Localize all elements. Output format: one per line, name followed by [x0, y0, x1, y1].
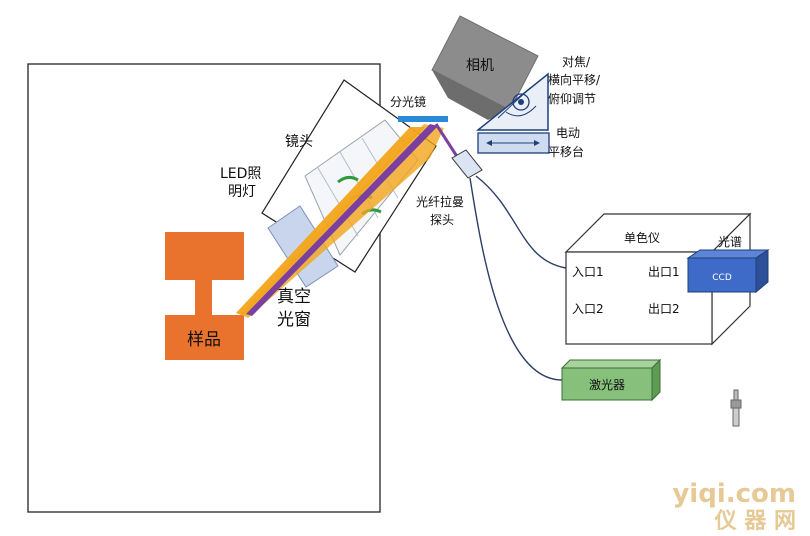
probe-icon — [730, 389, 742, 427]
camera-label: 相机 — [466, 58, 494, 74]
raman-probe-label-line1: 光纤拉曼 — [416, 194, 464, 209]
focus-tilt-stage — [475, 72, 549, 131]
vacuum-chamber — [27, 63, 381, 513]
sample: 样品 — [165, 232, 244, 360]
optical-fibers — [469, 175, 567, 381]
focus-label-line3: 俯仰调节 — [548, 91, 596, 106]
beamsplitter-label: 分光镜 — [390, 94, 426, 109]
sample-label: 样品 — [187, 330, 221, 350]
focus-label-line2: 横向平移/ — [548, 72, 601, 87]
watermark-cn: 仪 器 网 — [714, 509, 796, 532]
raman-probe-label-line2: 探头 — [430, 213, 454, 227]
laser: 激光器 — [560, 358, 662, 402]
beamsplitter — [398, 116, 448, 122]
ccd-label: CCD — [712, 273, 732, 283]
watermark-url: yiqi.com — [672, 479, 796, 509]
lens-element — [337, 175, 359, 184]
motorized-stage — [477, 132, 550, 154]
led-label-line2: 明灯 — [228, 184, 256, 200]
outlet-2-label: 出口2 — [648, 302, 680, 316]
stage-label-line1: 电动 — [556, 126, 580, 140]
spectrum-label: 光谱 — [718, 235, 742, 249]
lens-label: 镜头 — [285, 134, 313, 150]
light-beams — [236, 123, 460, 318]
inlet-1-label: 入口1 — [572, 265, 604, 279]
inlet-2-label: 入口2 — [572, 302, 604, 316]
focus-label-line1: 对焦/ — [562, 55, 591, 69]
window-label-line2: 光窗 — [277, 310, 311, 330]
stage-label-line2: 平移台 — [548, 144, 584, 159]
ccd-detector: CCD — [686, 249, 770, 294]
laser-label: 激光器 — [589, 378, 625, 392]
raman-probe — [451, 149, 483, 179]
monochromator-label: 单色仪 — [624, 231, 660, 245]
lens-assembly — [261, 79, 437, 288]
outlet-1-label: 出口1 — [648, 265, 680, 279]
window-label-line1: 真空 — [277, 287, 311, 307]
led-label-line1: LED照 — [220, 166, 261, 182]
